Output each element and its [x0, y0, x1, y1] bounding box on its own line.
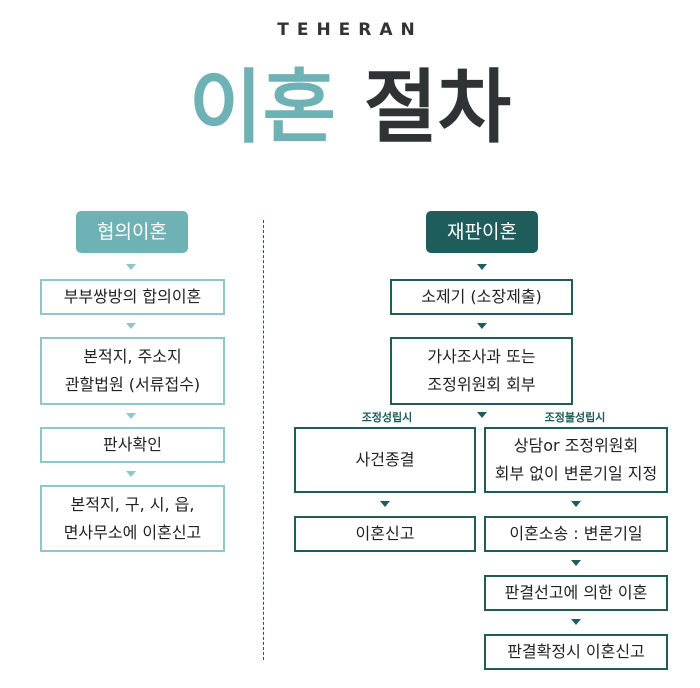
down-arrow-icon — [571, 560, 581, 566]
left-step-3: 판사확인 — [40, 427, 225, 463]
fail-step-4: 판결확정시 이혼신고 — [484, 634, 668, 670]
success-step-1: 사건종결 — [294, 427, 476, 493]
column-divider — [263, 220, 264, 660]
left-step-1: 부부쌍방의 합의이혼 — [40, 279, 225, 315]
title-part-2: 절차 — [363, 61, 512, 154]
success-step-2: 이혼신고 — [294, 516, 476, 552]
page-title: 이혼 절차 — [0, 58, 700, 158]
left-step-2: 본적지, 주소지 관할법원 (서류접수) — [40, 337, 225, 405]
consensual-divorce-header: 협의이혼 — [76, 211, 188, 253]
down-arrow-icon — [126, 323, 136, 329]
down-arrow-icon — [380, 501, 390, 507]
left-step-4: 본적지, 구, 시, 읍, 면사무소에 이혼신고 — [40, 485, 225, 552]
down-arrow-icon — [571, 501, 581, 507]
fail-step-1: 상담or 조정위원회 회부 없이 변론기일 지정 — [484, 427, 668, 493]
right-step-2: 가사조사과 또는 조정위원회 회부 — [390, 337, 573, 405]
title-part-1: 이혼 — [188, 61, 337, 154]
branch-success-label: 조정성립시 — [361, 411, 413, 424]
down-arrow-icon — [126, 264, 136, 270]
down-arrow-icon — [126, 471, 136, 477]
down-arrow-icon — [477, 264, 487, 270]
judicial-divorce-header: 재판이혼 — [426, 211, 538, 253]
fail-step-2: 이혼소송 : 변론기일 — [484, 516, 668, 552]
down-arrow-icon — [571, 619, 581, 625]
right-step-1: 소제기 (소장제출) — [390, 279, 573, 315]
down-arrow-icon — [477, 412, 487, 418]
fail-step-3: 판결선고에 의한 이혼 — [484, 575, 668, 611]
branch-fail-label: 조정불성립시 — [544, 411, 606, 424]
brand-logo-text: TEHERAN — [277, 20, 423, 40]
down-arrow-icon — [477, 323, 487, 329]
down-arrow-icon — [126, 413, 136, 419]
